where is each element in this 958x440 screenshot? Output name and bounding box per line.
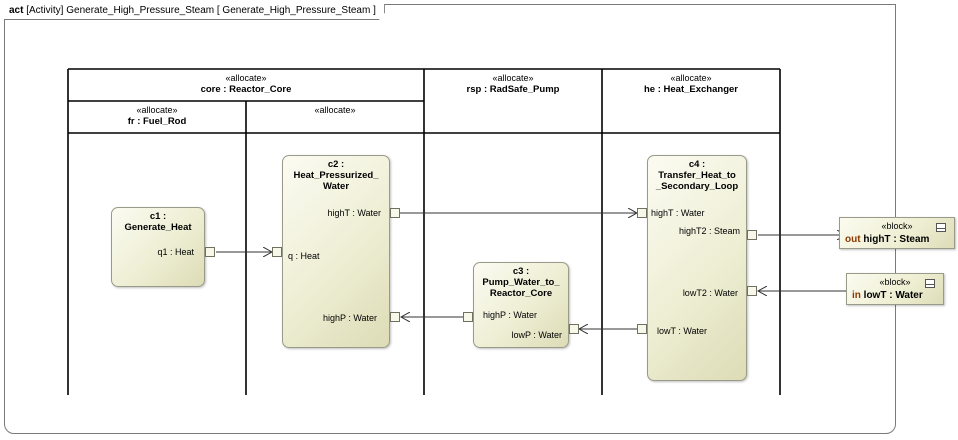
pin-c4-highT-label: highT : Water [651, 208, 705, 218]
partition-rsp-header: «allocate» rsp : RadSafe_Pump [424, 72, 602, 96]
partition-core-stereotype: «allocate» [225, 73, 267, 83]
pin-c3-lowP[interactable] [569, 324, 579, 334]
pin-c4-lowT-label: lowT : Water [657, 326, 708, 336]
action-c2-title: c2 : Heat_Pressurized_ Water [293, 159, 379, 192]
action-c4-title: c4 : Transfer_Heat_to _Secondary_Loop [655, 159, 739, 192]
partition-core-name: core : Reactor_Core [200, 84, 292, 95]
parameter-out-name: highT : Steam [863, 234, 930, 245]
parameter-in-label: in lowT : Water [852, 290, 923, 301]
partition-fr-stereotype: «allocate» [136, 105, 178, 115]
partition-he-header: «allocate» he : Heat_Exchanger [602, 72, 780, 96]
action-c1[interactable]: c1 : Generate_Heat q1 : Heat [111, 207, 205, 287]
pin-c2-highP-label: highP : Water [322, 313, 377, 323]
parameter-out-direction: out [845, 234, 861, 245]
parameter-in-lowT[interactable]: «block» in lowT : Water [846, 273, 944, 305]
parameter-in-name: lowT : Water [863, 290, 923, 301]
partition-he-stereotype: «allocate» [670, 73, 712, 83]
frame-title: [Activity] Generate_High_Pressure_Steam … [26, 5, 376, 16]
object-flows [216, 213, 846, 329]
parameter-out-highT[interactable]: «block» out highT : Steam [839, 217, 955, 249]
block-icon [925, 279, 935, 288]
pin-c4-lowT2-label: lowT2 : Water [682, 288, 738, 298]
pin-c4-lowT[interactable] [637, 324, 647, 334]
partition-rsp-name: rsp : RadSafe_Pump [466, 84, 560, 95]
pin-c3-lowP-label: lowP : Water [511, 330, 562, 340]
pin-c3-highP[interactable] [463, 312, 473, 322]
frame-header: act [Activity] Generate_High_Pressure_St… [4, 4, 385, 20]
pin-c4-highT[interactable] [637, 208, 647, 218]
action-c1-title: c1 : Generate_Heat [124, 211, 192, 233]
parameter-in-direction: in [852, 290, 861, 301]
pin-c4-lowT2[interactable] [747, 286, 757, 296]
partition-rsp-stereotype: «allocate» [492, 73, 534, 83]
pin-c1-q1-label: q1 : Heat [157, 247, 194, 257]
partition-core-header: «allocate» core : Reactor_Core [68, 72, 424, 96]
pin-c4-highT2-label: highT2 : Steam [678, 226, 740, 236]
pin-c3-highP-label: highP : Water [483, 310, 538, 320]
partition-fr-header: «allocate» fr : Fuel_Rod [68, 104, 246, 128]
pin-c2-q[interactable] [272, 247, 282, 257]
action-c3-title: c3 : Pump_Water_to_ Reactor_Core [482, 266, 560, 299]
pin-c2-highT[interactable] [390, 208, 400, 218]
swimlane-grid [67, 68, 781, 395]
action-c4[interactable]: c4 : Transfer_Heat_to _Secondary_Loop hi… [647, 155, 747, 381]
frame-kind: act [9, 5, 24, 16]
parameter-out-label: out highT : Steam [845, 234, 929, 245]
partition-fr-name: fr : Fuel_Rod [127, 116, 187, 127]
pin-c4-highT2[interactable] [747, 230, 757, 240]
partition-core-sub-stereotype: «allocate» [314, 105, 356, 115]
action-c3[interactable]: c3 : Pump_Water_to_ Reactor_Core highP :… [473, 262, 569, 348]
action-c2[interactable]: c2 : Heat_Pressurized_ Water highT : Wat… [282, 155, 390, 348]
pin-c2-q-label: q : Heat [288, 251, 320, 261]
pin-c1-q1[interactable] [205, 247, 215, 257]
pin-c2-highT-label: highT : Water [327, 208, 381, 218]
block-icon [936, 223, 946, 232]
parameter-out-stereotype: «block» [881, 221, 913, 231]
partition-core-sub-header: «allocate» [246, 104, 424, 116]
parameter-in-stereotype: «block» [879, 277, 911, 287]
partition-he-name: he : Heat_Exchanger [644, 84, 738, 95]
pin-c2-highP[interactable] [390, 312, 400, 322]
